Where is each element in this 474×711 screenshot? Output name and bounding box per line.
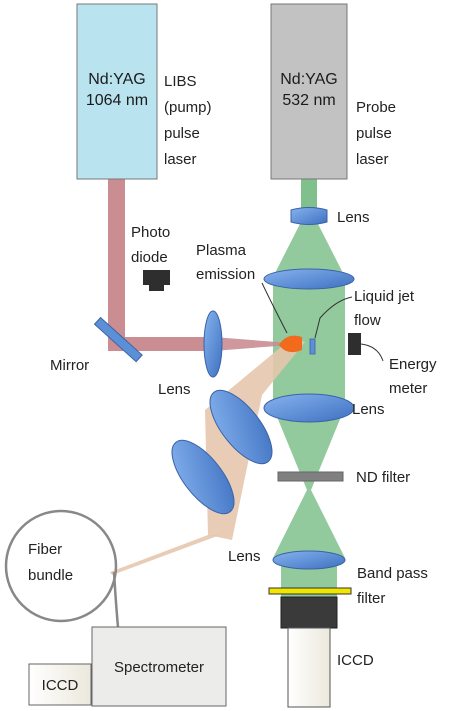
nd-filter [277, 471, 344, 482]
band-pass-filter [268, 587, 352, 595]
pump-laser-label-3: pulse [164, 125, 200, 142]
energy-meter-label-1: Energy [389, 356, 437, 373]
collection-lens-lower [171, 439, 235, 515]
pump-laser-label-1: LIBS [164, 73, 197, 90]
collimating-lens-upper [263, 268, 355, 290]
probe-laser-label-1: Probe [356, 99, 396, 116]
bottom-lens [272, 550, 346, 570]
plasma-emission-label-2: emission [196, 266, 255, 283]
iccd-camera-body [287, 627, 331, 708]
probe-laser-label-2: pulse [356, 125, 392, 142]
probe-beam-diverging [273, 490, 345, 558]
probe-beam-converging [273, 407, 345, 490]
liquid-jet [309, 338, 316, 355]
probe-laser-box [270, 3, 348, 180]
collimating-lens-lower [263, 393, 355, 423]
spectrometer-box [91, 626, 227, 707]
pump-laser-label-2: (pump) [164, 99, 212, 116]
energy-meter-label-2: meter [389, 380, 427, 397]
liquid-jet-label-1: Liquid jet [354, 288, 415, 305]
top-lens [290, 207, 328, 225]
plasma [279, 335, 302, 353]
pump-laser-model: Nd:YAG [88, 71, 146, 88]
band-pass-label-2: filter [357, 590, 385, 607]
pump-laser: Nd:YAG 1064 nm [76, 3, 158, 180]
probe-laser-model: Nd:YAG [280, 71, 338, 88]
top-lens-label: Lens [337, 209, 370, 226]
collection-lens-upper [209, 389, 273, 465]
pump-focusing-lens [203, 310, 223, 378]
photo-diode-label-2: diode [131, 249, 168, 266]
bottom-lens-label: Lens [228, 548, 261, 565]
liquid-jet-leader [314, 296, 353, 339]
energy-meter [348, 333, 361, 355]
pump-laser-label-4: laser [164, 151, 197, 168]
plasma-emission-label-1: Plasma [196, 242, 247, 259]
spectrometer-iccd-box [28, 663, 92, 706]
photo-diode-label-1: Photo [131, 224, 170, 241]
band-pass-label-1: Band pass [357, 565, 428, 582]
iccd-camera-label: ICCD [337, 652, 374, 669]
iccd-camera [280, 596, 338, 708]
plasma-emission-leader [261, 282, 288, 334]
photo-diode [143, 270, 170, 291]
energy-meter-cable [360, 343, 384, 362]
probe-laser-wavelength: 532 nm [282, 92, 335, 109]
collimating-lens-label: Lens [352, 401, 385, 418]
nd-filter-label: ND filter [356, 469, 410, 486]
iccd-camera-head [280, 596, 338, 629]
probe-beam-path [273, 178, 345, 598]
probe-laser: Nd:YAG 532 nm [270, 3, 348, 180]
pump-beam-focus [213, 337, 290, 351]
pump-laser-wavelength: 1064 nm [86, 92, 148, 109]
mirror [93, 316, 143, 363]
pump-beam-down [108, 178, 125, 338]
fiber-cable [112, 571, 120, 628]
fiber-bundle-label-2: bundle [28, 567, 73, 584]
probe-laser-label-3: laser [356, 151, 389, 168]
fiber-bundle [4, 509, 118, 623]
fiber-bundle-label-1: Fiber [28, 541, 62, 558]
pump-laser-box [76, 3, 158, 180]
probe-beam-expanding [273, 222, 345, 277]
mirror-label: Mirror [50, 357, 89, 374]
spectrometer-iccd-label: ICCD [42, 677, 79, 694]
pump-lens-label: Lens [158, 381, 191, 398]
spectrometer-label: Spectrometer [114, 659, 204, 676]
liquid-jet-label-2: flow [354, 312, 381, 329]
